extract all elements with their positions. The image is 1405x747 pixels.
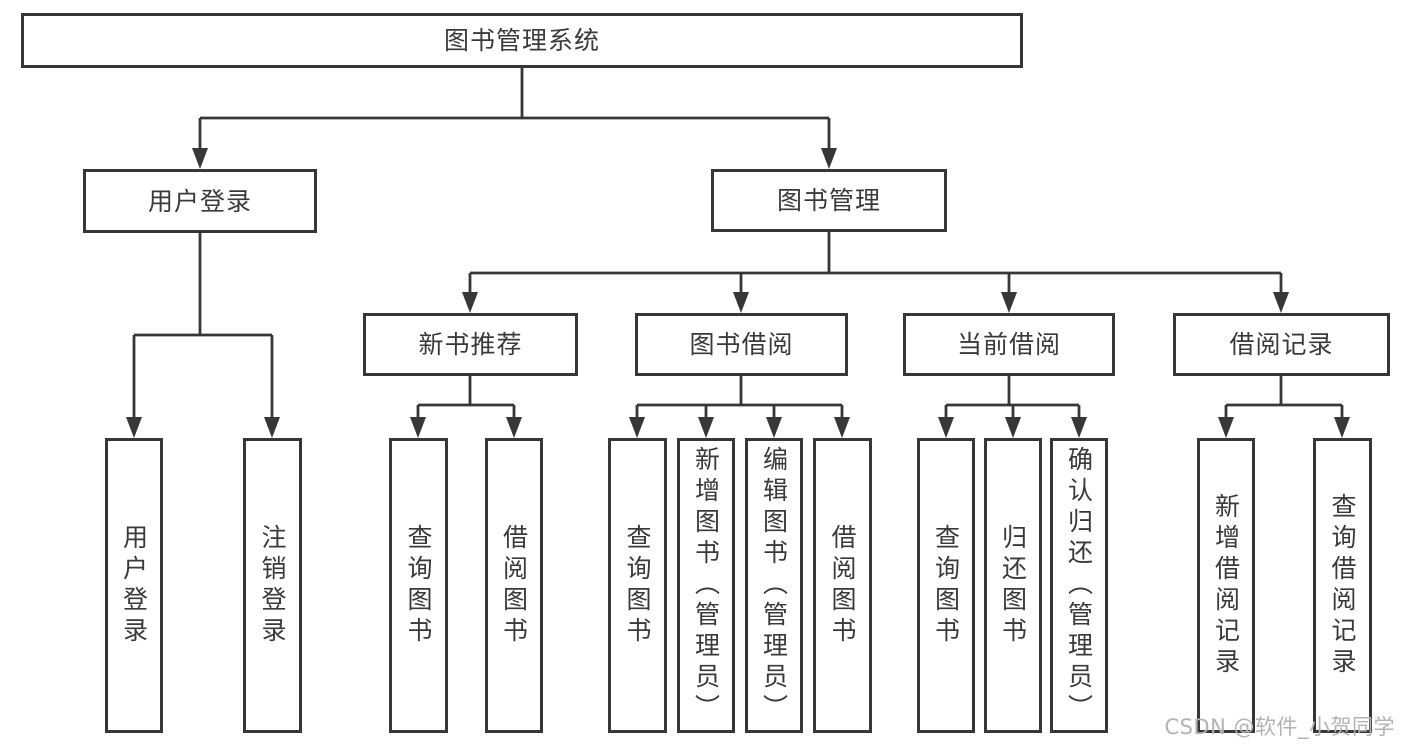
leaf-borrow-book: 借阅图书 (813, 438, 872, 733)
leaf-query-book-current: 查询图书 (917, 438, 975, 733)
leaf-confirm-return-admin: 确认归还（管理员） (1050, 438, 1108, 733)
leaf-borrow-book-label: 借阅图书 (828, 523, 857, 648)
node-user-login-label: 用户登录 (147, 186, 252, 216)
leaf-query-book-current-label: 查询图书 (931, 523, 961, 648)
leaf-user-login-label: 用户登录 (119, 523, 149, 648)
node-book-management: 图书管理 (711, 169, 947, 232)
leaf-add-book-admin-label: 新增图书（管理员） (691, 446, 721, 725)
node-book-management-label: 图书管理 (776, 186, 881, 215)
node-current-borrow: 当前借阅 (903, 313, 1115, 376)
leaf-return-book-label: 归还图书 (998, 523, 1028, 648)
leaf-logout-label: 注销登录 (258, 523, 287, 648)
leaf-query-borrow-record-label: 查询借阅记录 (1328, 492, 1357, 679)
leaf-user-login: 用户登录 (105, 438, 163, 733)
leaf-confirm-return-admin-label: 确认归还（管理员） (1064, 446, 1094, 725)
leaf-add-borrow-record-label: 新增借阅记录 (1211, 492, 1241, 679)
node-borrow-record-label: 借阅记录 (1229, 330, 1334, 359)
node-borrow-record: 借阅记录 (1173, 313, 1390, 376)
node-root: 图书管理系统 (21, 13, 1023, 68)
leaf-query-borrow-record: 查询借阅记录 (1313, 438, 1372, 733)
leaf-borrow-book-recommend: 借阅图书 (485, 438, 543, 733)
leaf-logout: 注销登录 (243, 438, 302, 733)
node-book-borrow: 图书借阅 (635, 313, 848, 376)
node-current-borrow-label: 当前借阅 (956, 330, 1061, 359)
leaf-add-borrow-record: 新增借阅记录 (1197, 438, 1255, 733)
leaf-query-book-recommend-label: 查询图书 (404, 523, 433, 648)
node-new-book-recommend: 新书推荐 (363, 313, 578, 376)
node-new-book-recommend-label: 新书推荐 (418, 330, 523, 359)
leaf-borrow-book-recommend-label: 借阅图书 (499, 523, 529, 648)
leaf-query-book-borrow-label: 查询图书 (623, 523, 652, 648)
leaf-query-book-borrow: 查询图书 (608, 438, 667, 733)
csdn-watermark: CSDN @软件_小贺同学 (1164, 715, 1395, 739)
leaf-query-book-recommend: 查询图书 (389, 438, 448, 733)
node-book-borrow-label: 图书借阅 (689, 330, 794, 359)
leaf-return-book: 归还图书 (984, 438, 1042, 733)
leaf-add-book-admin: 新增图书（管理员） (677, 438, 735, 733)
leaf-edit-book-admin: 编辑图书（管理员） (745, 438, 803, 733)
node-root-label: 图书管理系统 (443, 26, 600, 55)
leaf-edit-book-admin-label: 编辑图书（管理员） (759, 446, 789, 725)
node-user-login: 用户登录 (83, 169, 317, 233)
